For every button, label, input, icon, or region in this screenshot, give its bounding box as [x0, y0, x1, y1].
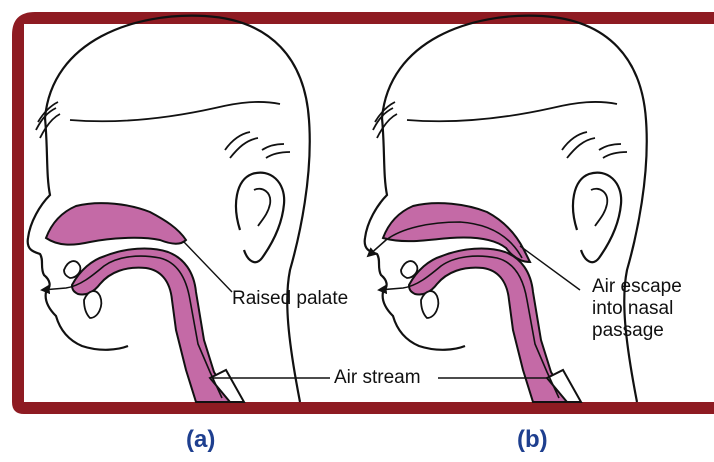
panel-a-caption: (a)	[186, 426, 215, 454]
panel-b-caption: (b)	[517, 426, 548, 454]
nasal-escape-label: Air escape into nasal passage	[592, 276, 682, 342]
raised-palate-label: Raised palate	[232, 288, 348, 310]
air-stream-label: Air stream	[334, 367, 421, 389]
nasal-escape-line-3: passage	[592, 320, 682, 342]
nasal-escape-line-1: Air escape	[592, 276, 682, 298]
nasal-escape-line-2: into nasal	[592, 298, 682, 320]
